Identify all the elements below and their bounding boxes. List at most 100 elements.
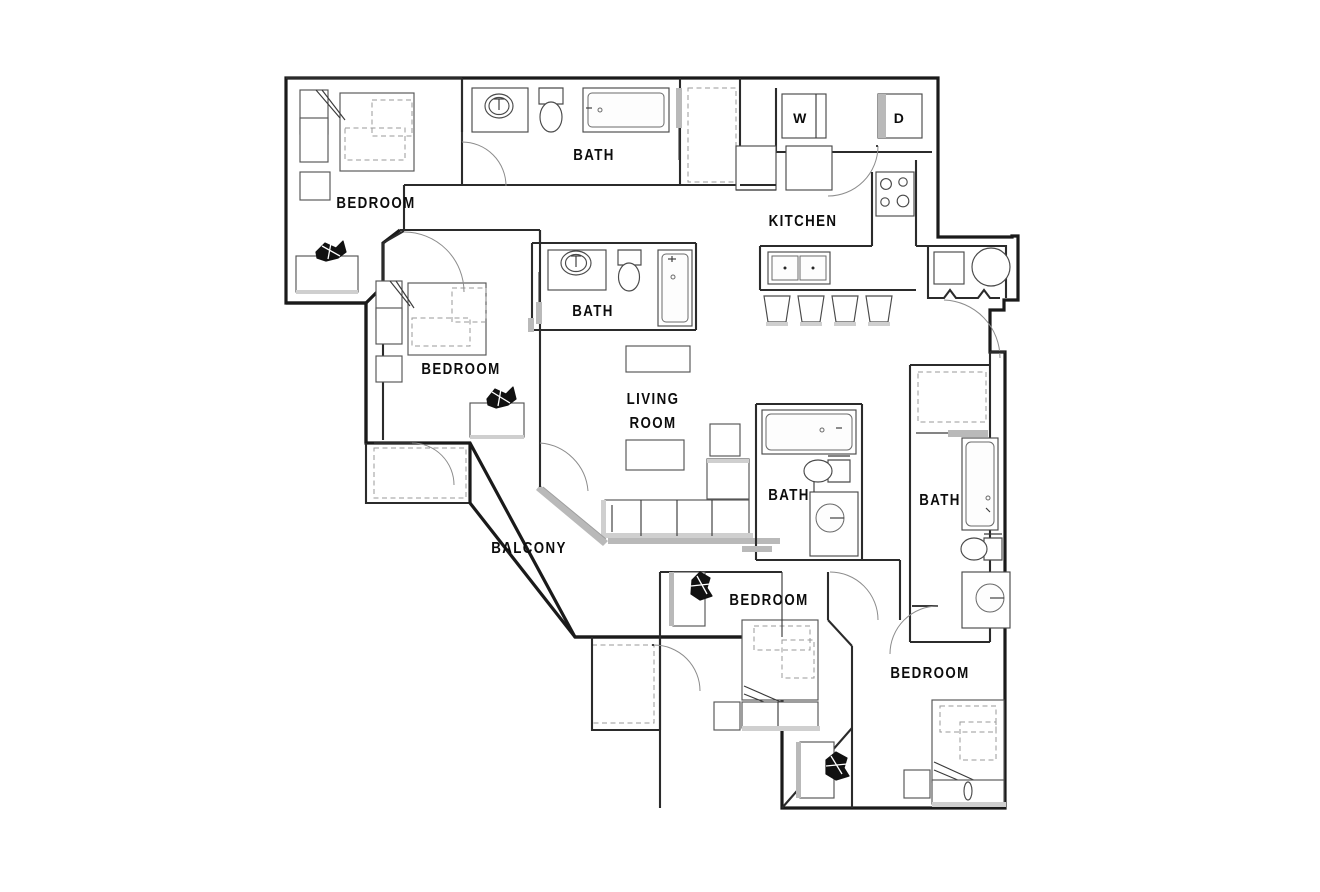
kitchen-label: KITCHEN [769,213,838,230]
bed-blanket [959,721,997,761]
bedroom-top-left-label: BEDROOM [336,195,415,212]
bed-pillow-area [451,287,487,323]
vanity-sink [961,571,1011,629]
entry-console [933,251,965,285]
bath-right-group: BATH [889,363,1011,655]
potted-plant-icon [690,571,713,601]
bedroom-bottom-right-label: BEDROOM [890,665,969,682]
washer-label: W [793,110,807,126]
refrigerator [735,145,777,191]
walk-in-closet [364,442,470,505]
bath-right-label: BATH [919,492,960,509]
living-room-group: LIVING ROOM [601,345,780,544]
side-table [299,171,331,201]
bath-center-right-group: BATH [742,402,864,562]
console-shadow [470,435,524,439]
bedroom-mid-left-label: BEDROOM [421,361,500,378]
console-table [625,345,691,373]
door-bath-top [461,132,507,187]
barstool [865,295,893,326]
stove-cooktop [875,171,915,217]
barstool [797,295,825,326]
bed [741,619,819,701]
walk-in-closet [590,637,701,732]
coffee-table [625,439,685,471]
toilet [960,533,1003,561]
bedroom-bottom-mid-group: BEDROOM [590,570,879,809]
interior-partitions [740,183,1005,637]
bathtub [582,87,670,133]
desk-shadow [669,572,674,626]
toilet [803,455,851,483]
dresser [375,307,403,345]
barstool [763,295,791,326]
balcony-group: BALCONY [468,440,782,639]
kitchen-group: KITCHEN [735,145,940,326]
bath-center-right-label: BATH [768,487,809,504]
bed [339,92,415,172]
sectional-sofa [601,458,753,538]
nightstand [713,701,741,731]
vanity-sink [809,491,859,557]
round-dining-table [971,247,1011,287]
side-table [709,423,741,457]
bench-shadow [932,802,1006,807]
potted-plant-icon [315,240,347,262]
bathtub [761,409,857,455]
bed-blanket [781,639,815,679]
bathtub [961,437,999,531]
bench-detail [963,781,973,801]
pocket-door [536,302,542,324]
side-table [375,355,403,383]
bed [407,282,487,356]
potted-plant-icon [486,386,517,409]
pocket-door [528,318,534,332]
upper-cabinet [785,145,833,191]
wall-stub [742,546,772,552]
door-bath-right [889,605,939,655]
door-closet [653,644,701,692]
door-entry [943,299,1001,359]
washer-unit [781,93,827,139]
desk-shadow [796,742,801,798]
bed-pillow-area [371,99,413,137]
door-bedroom-2 [403,231,465,293]
dryer-door [878,94,886,138]
linen-closet [676,87,737,183]
bed-blanket [411,317,471,347]
barstool-row [763,295,893,326]
bed [931,699,1005,783]
potted-plant-icon [825,751,850,781]
bedroom-bottom-right-group: BEDROOM [796,665,1006,808]
double-sink [767,251,831,285]
door-balcony [539,442,589,492]
entry-dining-nook [926,244,1011,359]
console-shadow [296,290,358,294]
nightstand [903,769,931,799]
bath-middle-label: BATH [572,303,613,320]
bench [741,701,819,729]
door-kitchen [827,145,879,197]
bedroom-bottom-mid-label: BEDROOM [729,592,808,609]
balcony-label: BALCONY [491,540,566,557]
bath-middle-group: BATH [528,230,698,332]
dresser [299,117,329,163]
dryer-label: D [894,110,905,126]
living-room-label-line1: LIVING [627,391,680,408]
toilet [538,87,564,133]
bed-blanket [344,127,406,161]
laundry-group: W D [774,88,932,154]
balcony-threshold [608,538,780,544]
bedroom-top-left-group: BEDROOM [286,76,464,294]
toilet [617,249,642,292]
sliding-glass-door [536,485,608,546]
bed-pillow-area [939,705,997,733]
bench-shadow [742,726,820,731]
console-table [469,402,525,438]
door-bedroom-3 [829,571,879,621]
bath-top-label: BATH [573,147,614,164]
bedroom-mid-left-group: BEDROOM [364,228,542,505]
living-room-label-line2: ROOM [630,415,677,432]
